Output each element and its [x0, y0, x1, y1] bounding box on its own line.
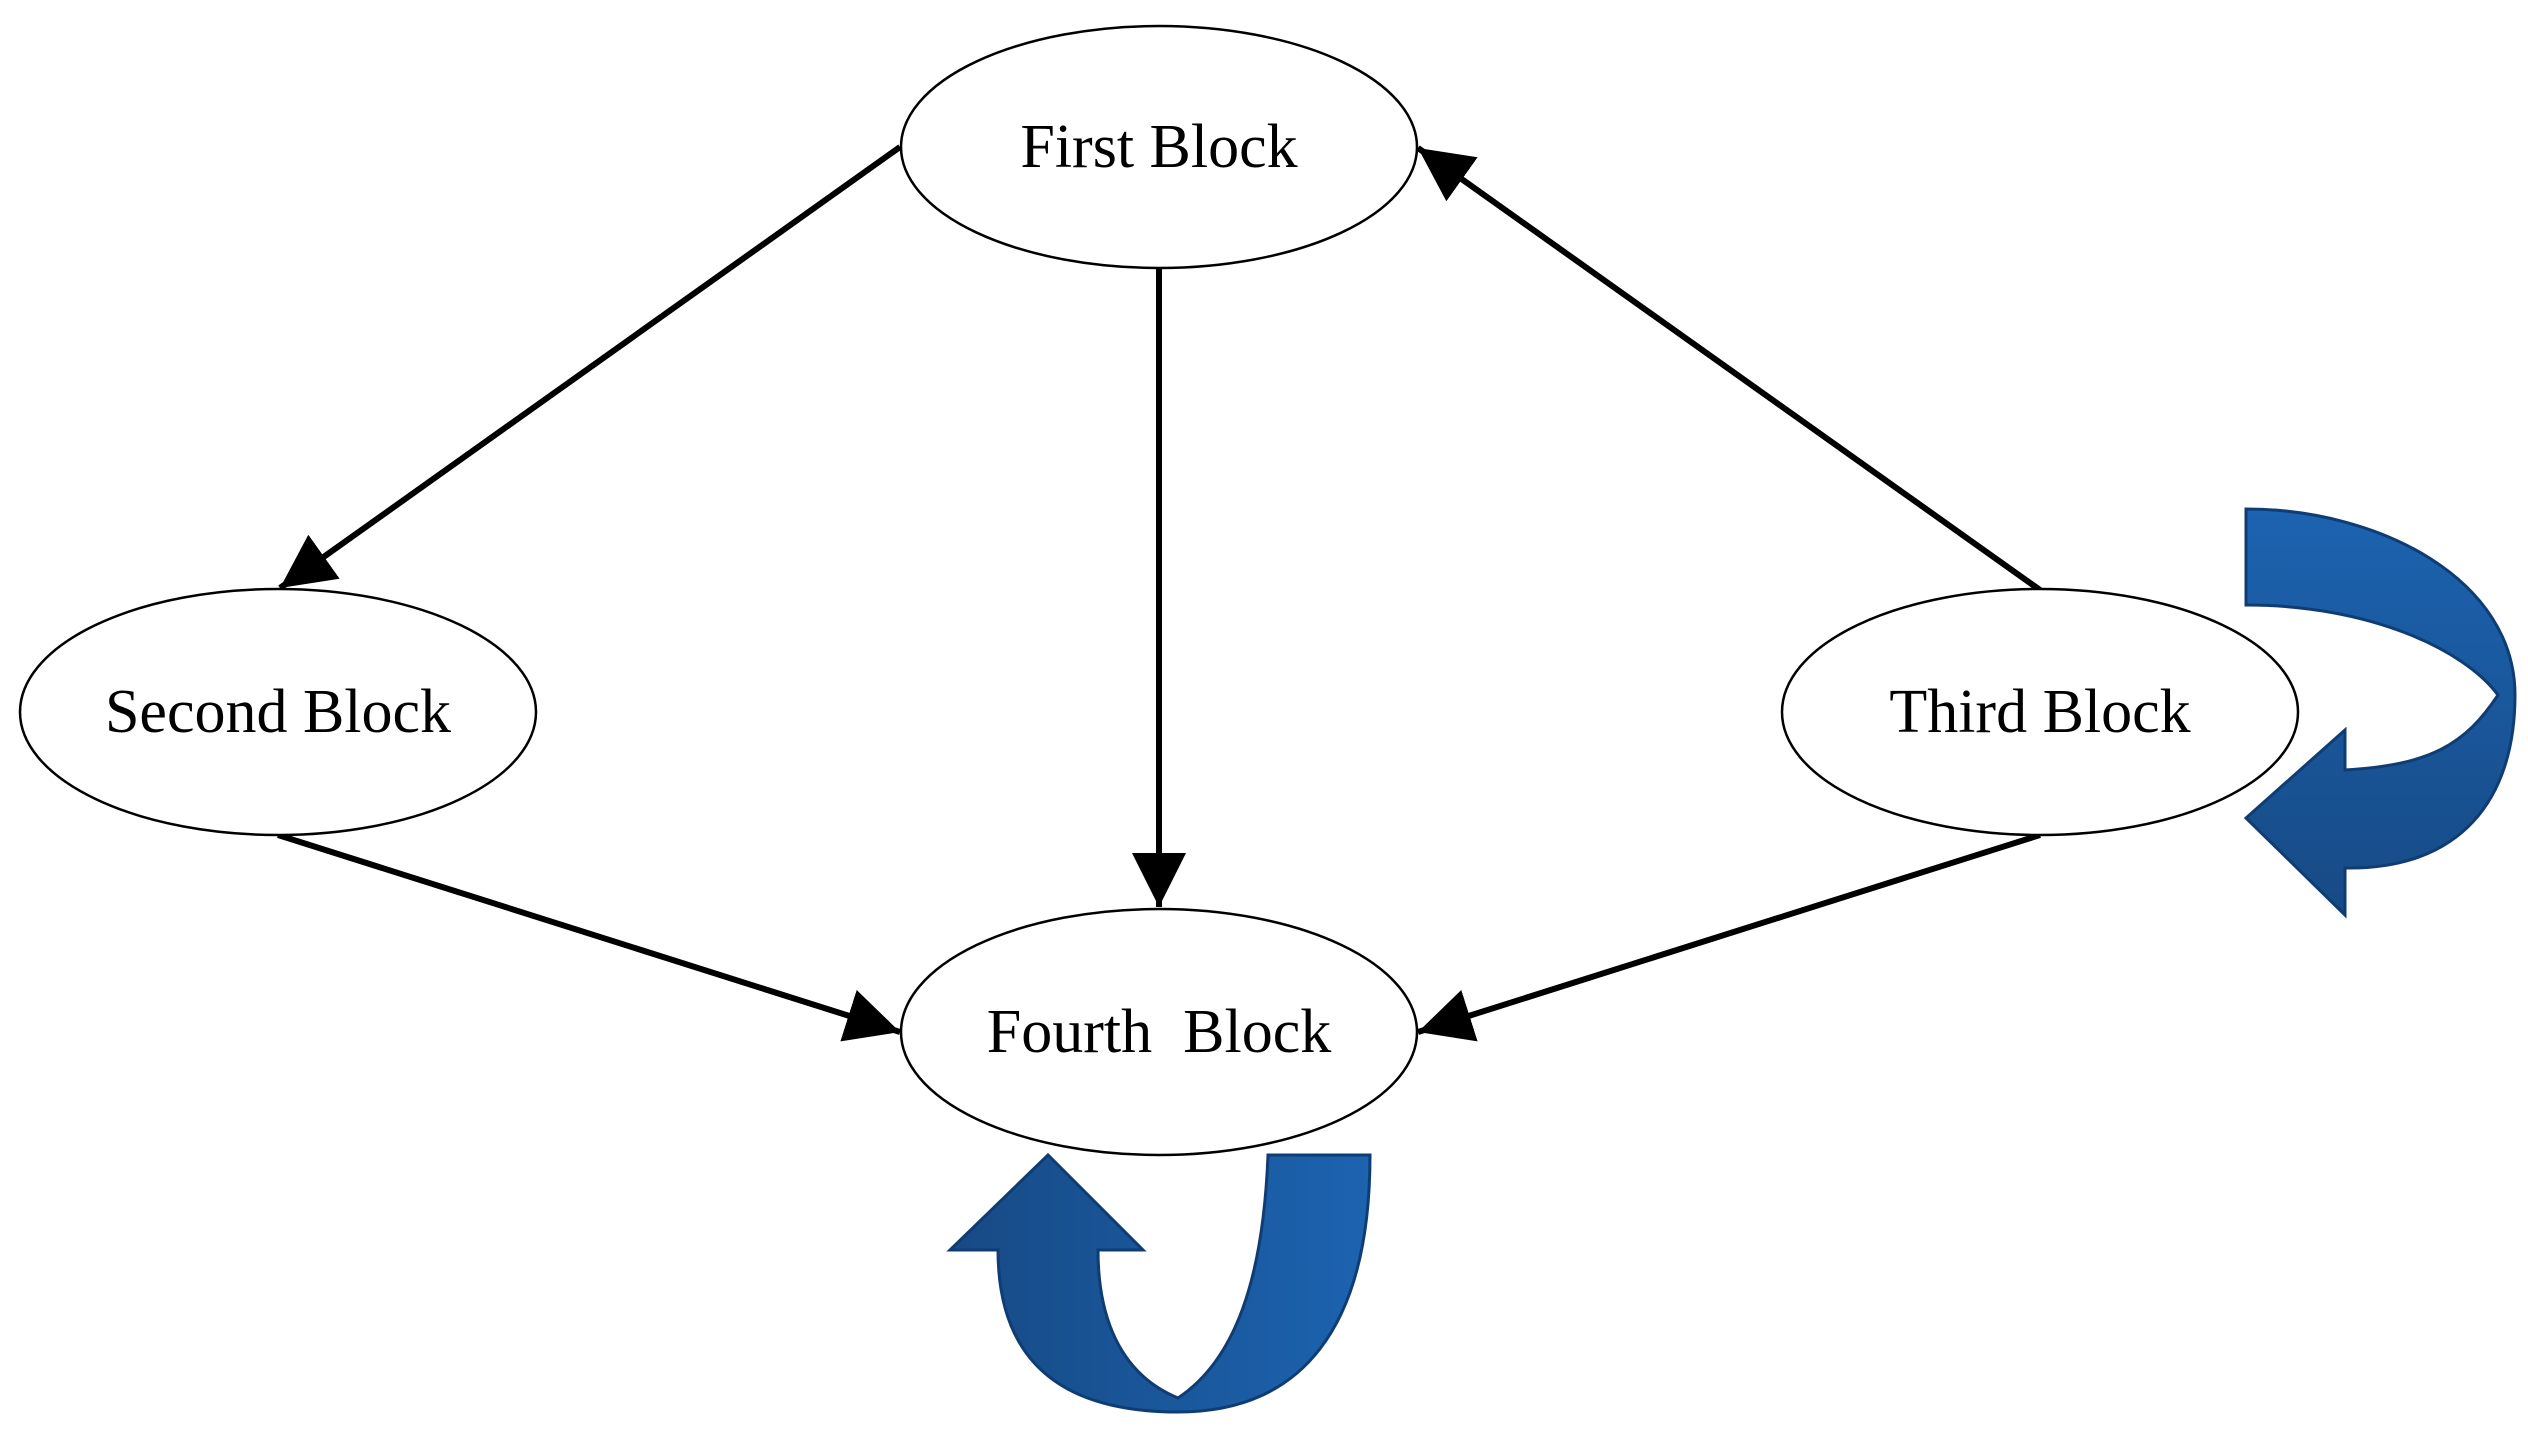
- node-second: Second Block: [18, 587, 538, 837]
- node-fourth: Fourth Block: [899, 907, 1419, 1157]
- node-second-label: Second Block: [105, 678, 451, 746]
- node-third-shape: [1780, 587, 2300, 837]
- self-loop-arrow-fourth: [946, 1152, 1372, 1414]
- self-loop-arrow-third: [2243, 507, 2517, 919]
- node-third-label: Third Block: [1889, 678, 2190, 746]
- node-fourth-label: Fourth Block: [987, 998, 1331, 1066]
- node-first: First Block: [899, 24, 1419, 270]
- edges: [277, 144, 2042, 1042]
- node-third: Third Block: [1780, 587, 2300, 837]
- edge-third-to-fourth: [1417, 832, 2041, 1042]
- node-first-shape: [899, 24, 1419, 270]
- node-second-shape: [18, 587, 538, 837]
- node-fourth-shape: [899, 907, 1419, 1157]
- edge-third-to-first: [1416, 145, 2042, 593]
- node-first-label: First Block: [1020, 113, 1297, 181]
- edge-second-to-fourth: [277, 832, 901, 1042]
- edge-first-to-second: [278, 144, 902, 591]
